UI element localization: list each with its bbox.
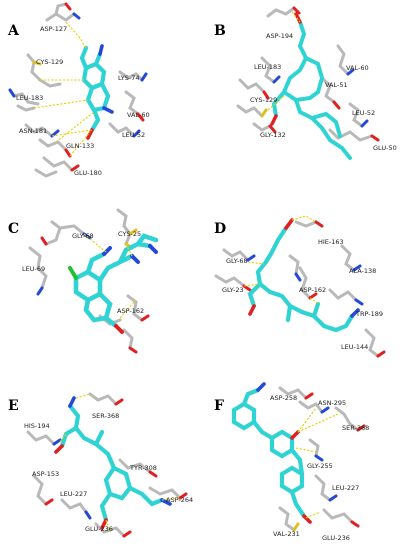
- residue-atoms: [242, 220, 386, 358]
- panel-e: E: [8, 392, 193, 538]
- residue-label: SER-368: [342, 424, 369, 432]
- residue-label: GLY-132: [260, 131, 286, 139]
- residue-label: TRP-189: [355, 310, 383, 318]
- residue-label: GLU-236: [322, 534, 350, 542]
- residue-label: LEU-183: [16, 94, 43, 102]
- residue-label: ASN-295: [318, 399, 346, 407]
- panel-b: B: [214, 6, 397, 160]
- residue-label: LEU-227: [60, 490, 87, 498]
- residue-sticks: [214, 220, 380, 358]
- residue-label: LYS-74: [118, 74, 139, 82]
- panel-c: C: [8, 208, 159, 354]
- panel-label: B: [214, 23, 226, 39]
- residue-label: VAL-231: [273, 530, 300, 538]
- residue-label: ASP-127: [40, 25, 67, 33]
- residue-label: VAL-60: [127, 111, 150, 119]
- residue-label: ASP-194: [266, 32, 293, 40]
- hbonds: [33, 21, 95, 157]
- hbonds: [267, 11, 301, 111]
- panel-label: A: [7, 23, 20, 39]
- ligand: [73, 233, 159, 329]
- ligand: [247, 225, 355, 333]
- residue-label: LEU-52: [352, 109, 375, 117]
- residue-label: GLU-180: [74, 169, 102, 177]
- panel-label: E: [8, 398, 19, 414]
- ligand: [271, 20, 352, 160]
- hbonds: [295, 407, 339, 519]
- residue-label: LEU-227: [332, 484, 359, 492]
- residue-label: CYS-129: [250, 96, 277, 104]
- residue-sticks: [12, 2, 144, 178]
- residue-label: CYS-129: [36, 58, 63, 66]
- residue-label: TYR-308: [129, 464, 157, 472]
- residue-atoms: [260, 6, 380, 142]
- residue-atoms: [292, 392, 366, 532]
- residue-label: HIE-163: [318, 238, 344, 246]
- residue-label: GLU-50: [373, 144, 397, 152]
- residue-label: ASP-162: [117, 307, 144, 315]
- ligand: [231, 387, 307, 519]
- residue-label: VAL-51: [325, 81, 348, 89]
- residue-sticks: [236, 6, 374, 142]
- residue-label: LEU-69: [22, 265, 45, 273]
- residue-label: GLY-68: [72, 232, 94, 240]
- residue-label: ASP-264: [166, 496, 193, 504]
- residue-label: LEU-144: [341, 343, 368, 351]
- residue-label: ASN-181: [19, 127, 47, 135]
- panel-f: F: [214, 382, 369, 542]
- residue-atoms: [8, 2, 148, 172]
- panel-label: C: [8, 221, 19, 237]
- residue-label: GLY-23: [222, 286, 244, 294]
- residue-sticks: [278, 386, 360, 532]
- residue-label: ASP-258: [270, 394, 297, 402]
- residue-label: GLN-133: [66, 142, 94, 150]
- residue-label: VAL-60: [346, 64, 369, 72]
- hbonds: [83, 233, 137, 319]
- panel-label: F: [214, 398, 224, 414]
- residue-label: GLY-255: [307, 462, 333, 470]
- residue-label: LEU-52: [122, 131, 145, 139]
- residue-label: GLU-236: [85, 525, 113, 533]
- panel-a: A: [7, 2, 150, 178]
- hbonds: [243, 215, 321, 305]
- residue-label: SER-368: [92, 412, 119, 420]
- residue-label: ASP-153: [32, 470, 59, 478]
- ligand: [59, 403, 165, 523]
- residue-atoms: [44, 398, 188, 538]
- residue-label: CYS-25: [118, 230, 141, 238]
- residue-sticks: [26, 392, 182, 538]
- residue-label: ASP-162: [299, 286, 326, 294]
- residue-label: GLY-68: [226, 257, 248, 265]
- residue-label: HIS-194: [24, 422, 50, 430]
- panel-label: D: [214, 221, 226, 237]
- hbonds: [59, 393, 181, 533]
- panel-d: D: [214, 215, 386, 358]
- residue-label: LEU-183: [254, 63, 281, 71]
- residue-label: ALA-138: [349, 267, 376, 275]
